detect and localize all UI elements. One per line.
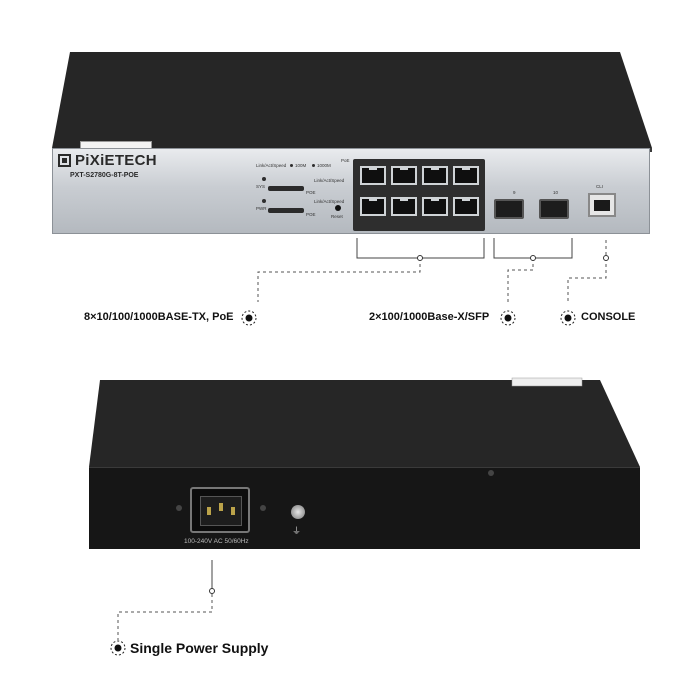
model-number: PXT-S2780G-8T-POE — [70, 172, 139, 179]
rj45-port-1[interactable] — [360, 166, 386, 185]
target-icon — [560, 310, 576, 326]
rj45-port-8[interactable] — [453, 197, 479, 216]
sfp-label-10: 10 — [553, 190, 559, 195]
front-panel — [52, 148, 650, 234]
pwr-led — [262, 199, 266, 203]
power-rating: 100-240V AC 50/60Hz — [184, 538, 249, 545]
inlet-prong-mid — [219, 503, 223, 511]
ground-icon: ⏚ — [292, 526, 302, 536]
target-icon — [241, 310, 257, 326]
front-callout-lines — [257, 238, 609, 302]
console-callout-label: CONSOLE — [581, 311, 636, 323]
console-port[interactable] — [588, 193, 616, 217]
ports-callout-label: 8×10/100/1000BASE-TX, PoE — [84, 311, 234, 323]
sfp-port-10[interactable] — [539, 199, 569, 219]
power-callout-label: Single Power Supply — [130, 640, 269, 656]
rear-screw-top — [488, 470, 494, 476]
rj45-port-7[interactable] — [422, 197, 448, 216]
rj45-port-2[interactable] — [391, 166, 417, 185]
led-header-link: Link/Act/Speed — [256, 163, 287, 168]
brand-logo: PiXiETECH — [58, 152, 157, 169]
rj45-port-3[interactable] — [422, 166, 448, 185]
led-label-speed-2: Link/Act/Speed — [314, 199, 345, 204]
poe-tag: PoE — [341, 158, 350, 163]
led-label-poe-2: POE — [306, 212, 316, 217]
led-label-poe-1: POE — [306, 190, 316, 195]
brand-mark-icon — [58, 154, 71, 167]
led-100m-indicator — [290, 164, 293, 167]
rj45-port-6[interactable] — [391, 197, 417, 216]
target-icon — [110, 640, 126, 656]
led-label-pwr: PWR — [256, 206, 267, 211]
port-led-bar-1 — [268, 186, 304, 191]
rear-screw-mid — [260, 505, 266, 511]
rj45-port-4[interactable] — [453, 166, 479, 185]
target-icon — [500, 310, 516, 326]
brand-name: PiXiETECH — [75, 152, 157, 169]
sfp-port-9[interactable] — [494, 199, 524, 219]
rj45-port-5[interactable] — [360, 197, 386, 216]
led-label-speed-1: Link/Act/Speed — [314, 178, 345, 183]
rear-screw-left — [176, 505, 182, 511]
sys-led — [262, 177, 266, 181]
sfp-label-9: 9 — [513, 190, 516, 195]
led-label-sys: SYS — [256, 184, 266, 189]
reset-label: Reset — [331, 214, 343, 219]
reset-button[interactable] — [335, 205, 341, 211]
ground-screw — [291, 505, 305, 519]
led-header-100m: 100M — [295, 163, 307, 168]
led-1000m-indicator — [312, 164, 315, 167]
rj45-port-block — [353, 159, 485, 231]
sfp-callout-label: 2×100/1000Base-X/SFP — [369, 311, 490, 323]
led-header-1000m: 1000M — [317, 163, 331, 168]
power-inlet-socket — [200, 496, 242, 526]
port-led-bar-2 — [268, 208, 304, 213]
inlet-prong-left — [207, 507, 211, 515]
inlet-prong-right — [231, 507, 235, 515]
console-tag: CLI — [596, 184, 604, 189]
